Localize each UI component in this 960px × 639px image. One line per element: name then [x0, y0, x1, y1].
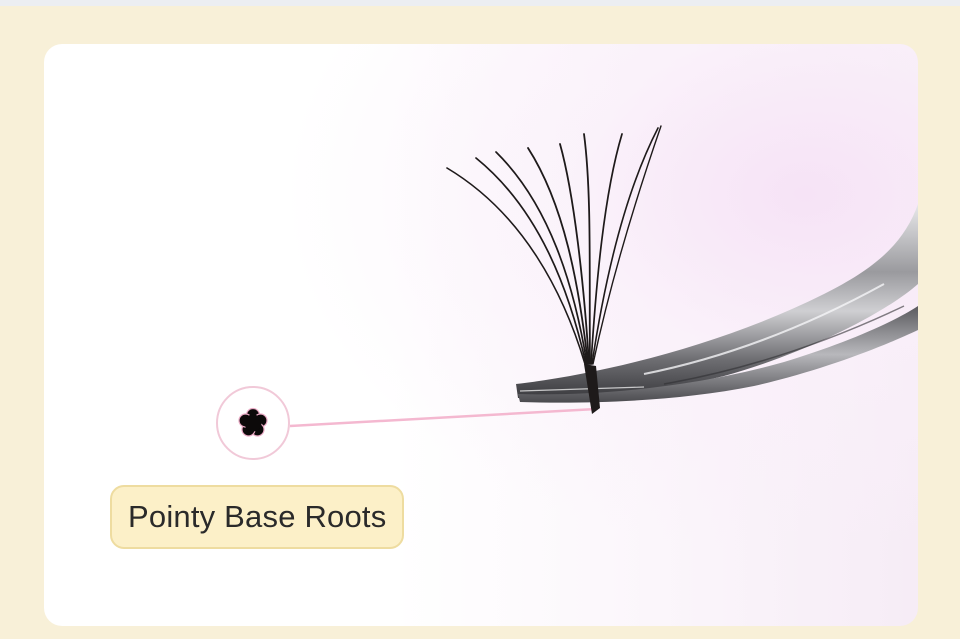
leader-line	[289, 407, 597, 428]
caption-text: Pointy Base Roots	[128, 499, 387, 534]
product-photo	[289, 125, 918, 428]
tweezers-icon	[516, 204, 918, 403]
lash-base-cross-section-icon	[238, 407, 268, 437]
top-strip	[0, 0, 960, 6]
root-marker	[216, 386, 290, 460]
caption-label: Pointy Base Roots	[110, 485, 405, 549]
lash-fan-icon	[446, 125, 662, 414]
product-image-card: Pointy Base Roots	[44, 44, 918, 626]
